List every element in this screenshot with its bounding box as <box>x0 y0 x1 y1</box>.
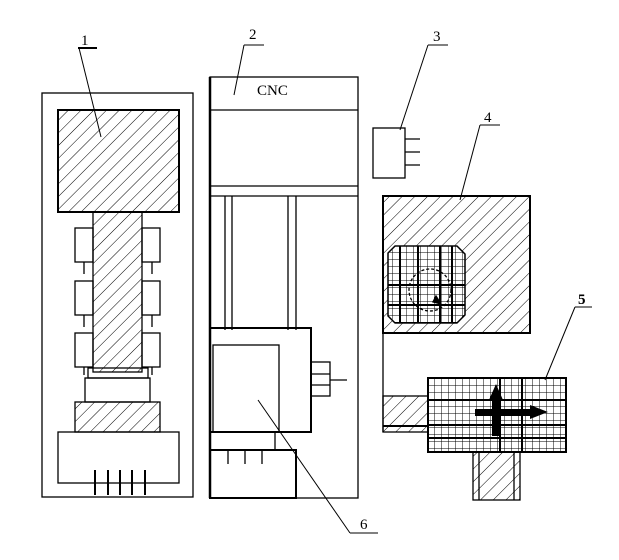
label-2: 2 <box>249 27 257 43</box>
xy-table-5 <box>427 377 567 501</box>
cnc-machine-2 <box>208 76 359 499</box>
label-5: 5 <box>578 292 586 308</box>
unit-1 <box>41 92 194 498</box>
label-1: 1 <box>81 33 89 49</box>
label-4: 4 <box>484 110 492 126</box>
label-6: 6 <box>360 517 368 533</box>
leader-lines <box>78 44 592 534</box>
rotary-block-4 <box>382 195 531 334</box>
cnc-title: CNC <box>257 83 288 99</box>
label-3: 3 <box>433 29 441 45</box>
xy-arrows-icon <box>475 384 548 436</box>
rotation-arrow-icon <box>408 268 452 312</box>
sensor-3 <box>372 127 420 179</box>
